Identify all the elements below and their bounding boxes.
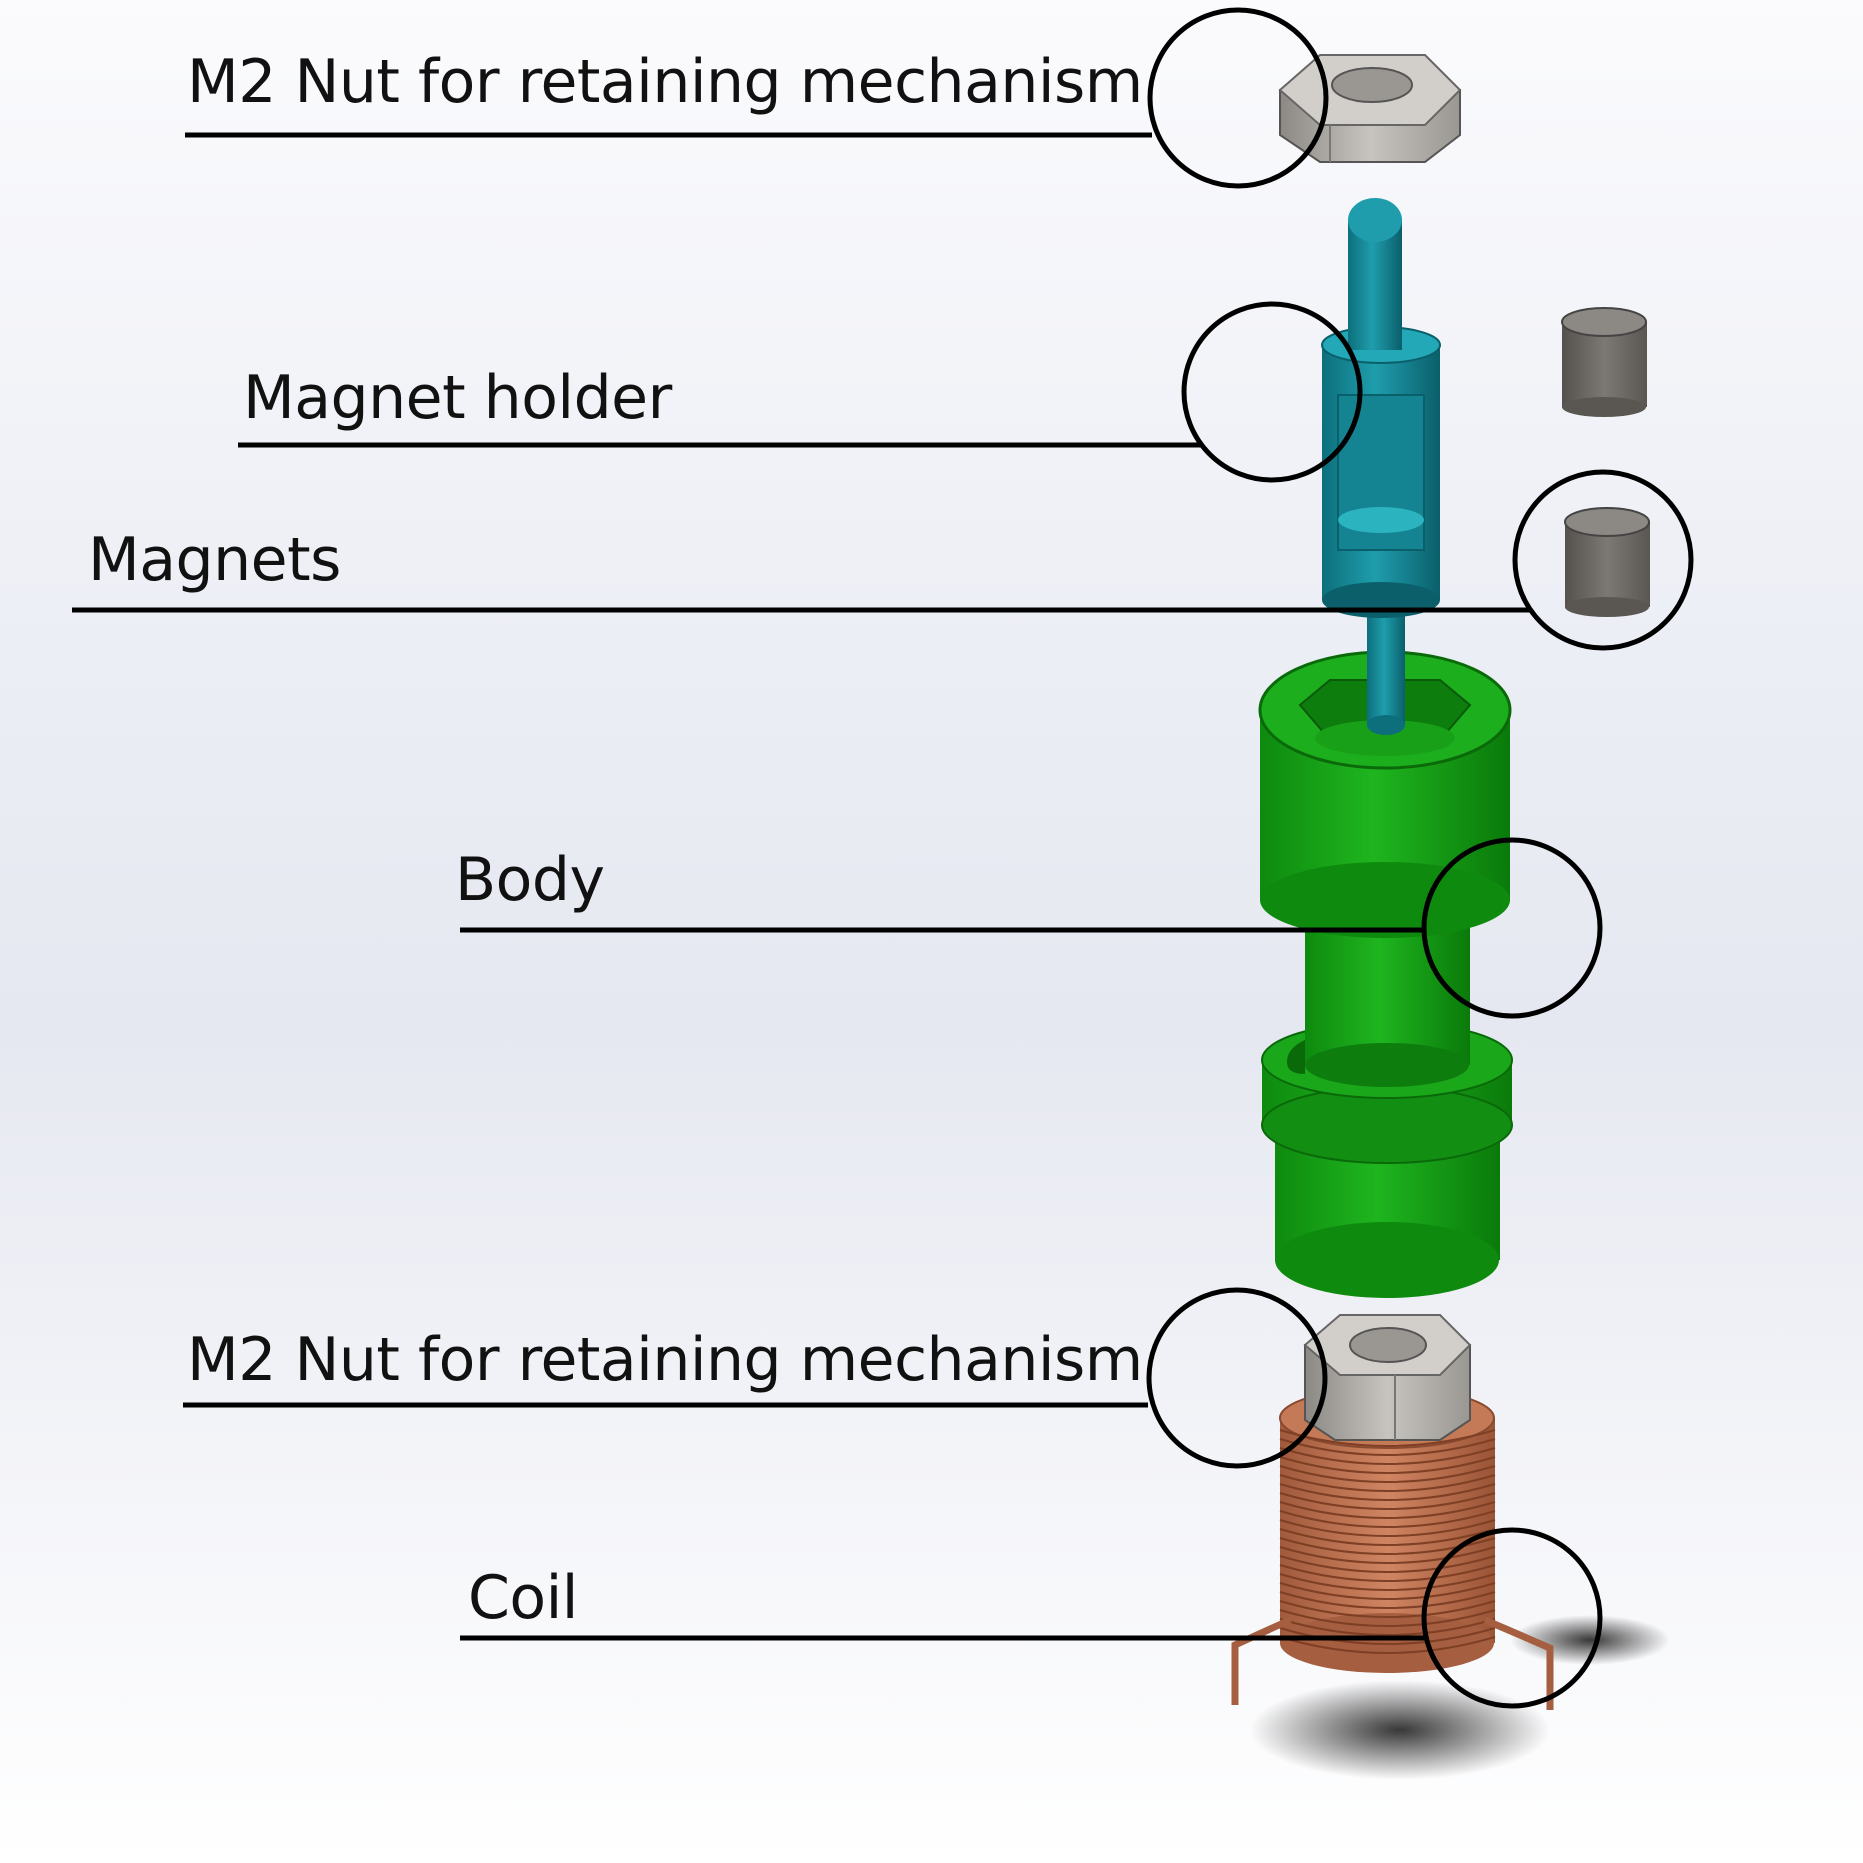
coil-winding xyxy=(1279,1456,1496,1474)
label-coil: Coil xyxy=(468,1563,578,1633)
coil-winding xyxy=(1279,1429,1496,1447)
callout-magnets xyxy=(72,469,1694,651)
coil-winding xyxy=(1279,1564,1496,1582)
coil-winding xyxy=(1279,1609,1496,1627)
coil-winding xyxy=(1279,1573,1496,1591)
callout-nut-bottom xyxy=(183,1287,1328,1469)
coil-winding xyxy=(1279,1582,1496,1600)
coil-winding xyxy=(1279,1537,1496,1555)
label-m2-nut-top: M2 Nut for retaining mechanism xyxy=(187,47,1143,117)
coil-winding xyxy=(1279,1555,1496,1573)
label-m2-nut-bottom: M2 Nut for retaining mechanism xyxy=(187,1325,1143,1395)
label-magnets: Magnets xyxy=(88,525,341,595)
coil-winding xyxy=(1279,1501,1496,1519)
body xyxy=(1258,650,1513,1298)
coil-winding xyxy=(1279,1510,1496,1528)
label-body: Body xyxy=(455,845,605,915)
callout-nut-top xyxy=(185,7,1329,189)
coil-winding xyxy=(1279,1438,1496,1456)
callout-magnet-holder xyxy=(238,301,1363,483)
coil-winding xyxy=(1279,1591,1496,1609)
coil-winding xyxy=(1279,1600,1496,1618)
coil-winding xyxy=(1279,1618,1496,1636)
coil-winding xyxy=(1279,1627,1496,1645)
coil-winding xyxy=(1279,1483,1496,1501)
coil-winding xyxy=(1279,1546,1496,1564)
coil-winding xyxy=(1279,1447,1496,1465)
coil-winding xyxy=(1279,1519,1496,1537)
callout-body xyxy=(460,837,1603,1019)
m2-nut-bottom xyxy=(1303,1314,1472,1441)
coil-winding xyxy=(1279,1528,1496,1546)
callout-coil xyxy=(460,1527,1603,1709)
coil-winding xyxy=(1279,1636,1496,1654)
m2-nut-top xyxy=(1278,54,1462,163)
coil-winding xyxy=(1279,1492,1496,1510)
coil-winding xyxy=(1279,1465,1496,1483)
coil-winding xyxy=(1279,1474,1496,1492)
ground-shadow xyxy=(1250,1680,1550,1780)
magnet-2 xyxy=(1564,507,1650,617)
magnet-1 xyxy=(1561,307,1647,417)
label-magnet-holder: Magnet holder xyxy=(243,363,672,433)
